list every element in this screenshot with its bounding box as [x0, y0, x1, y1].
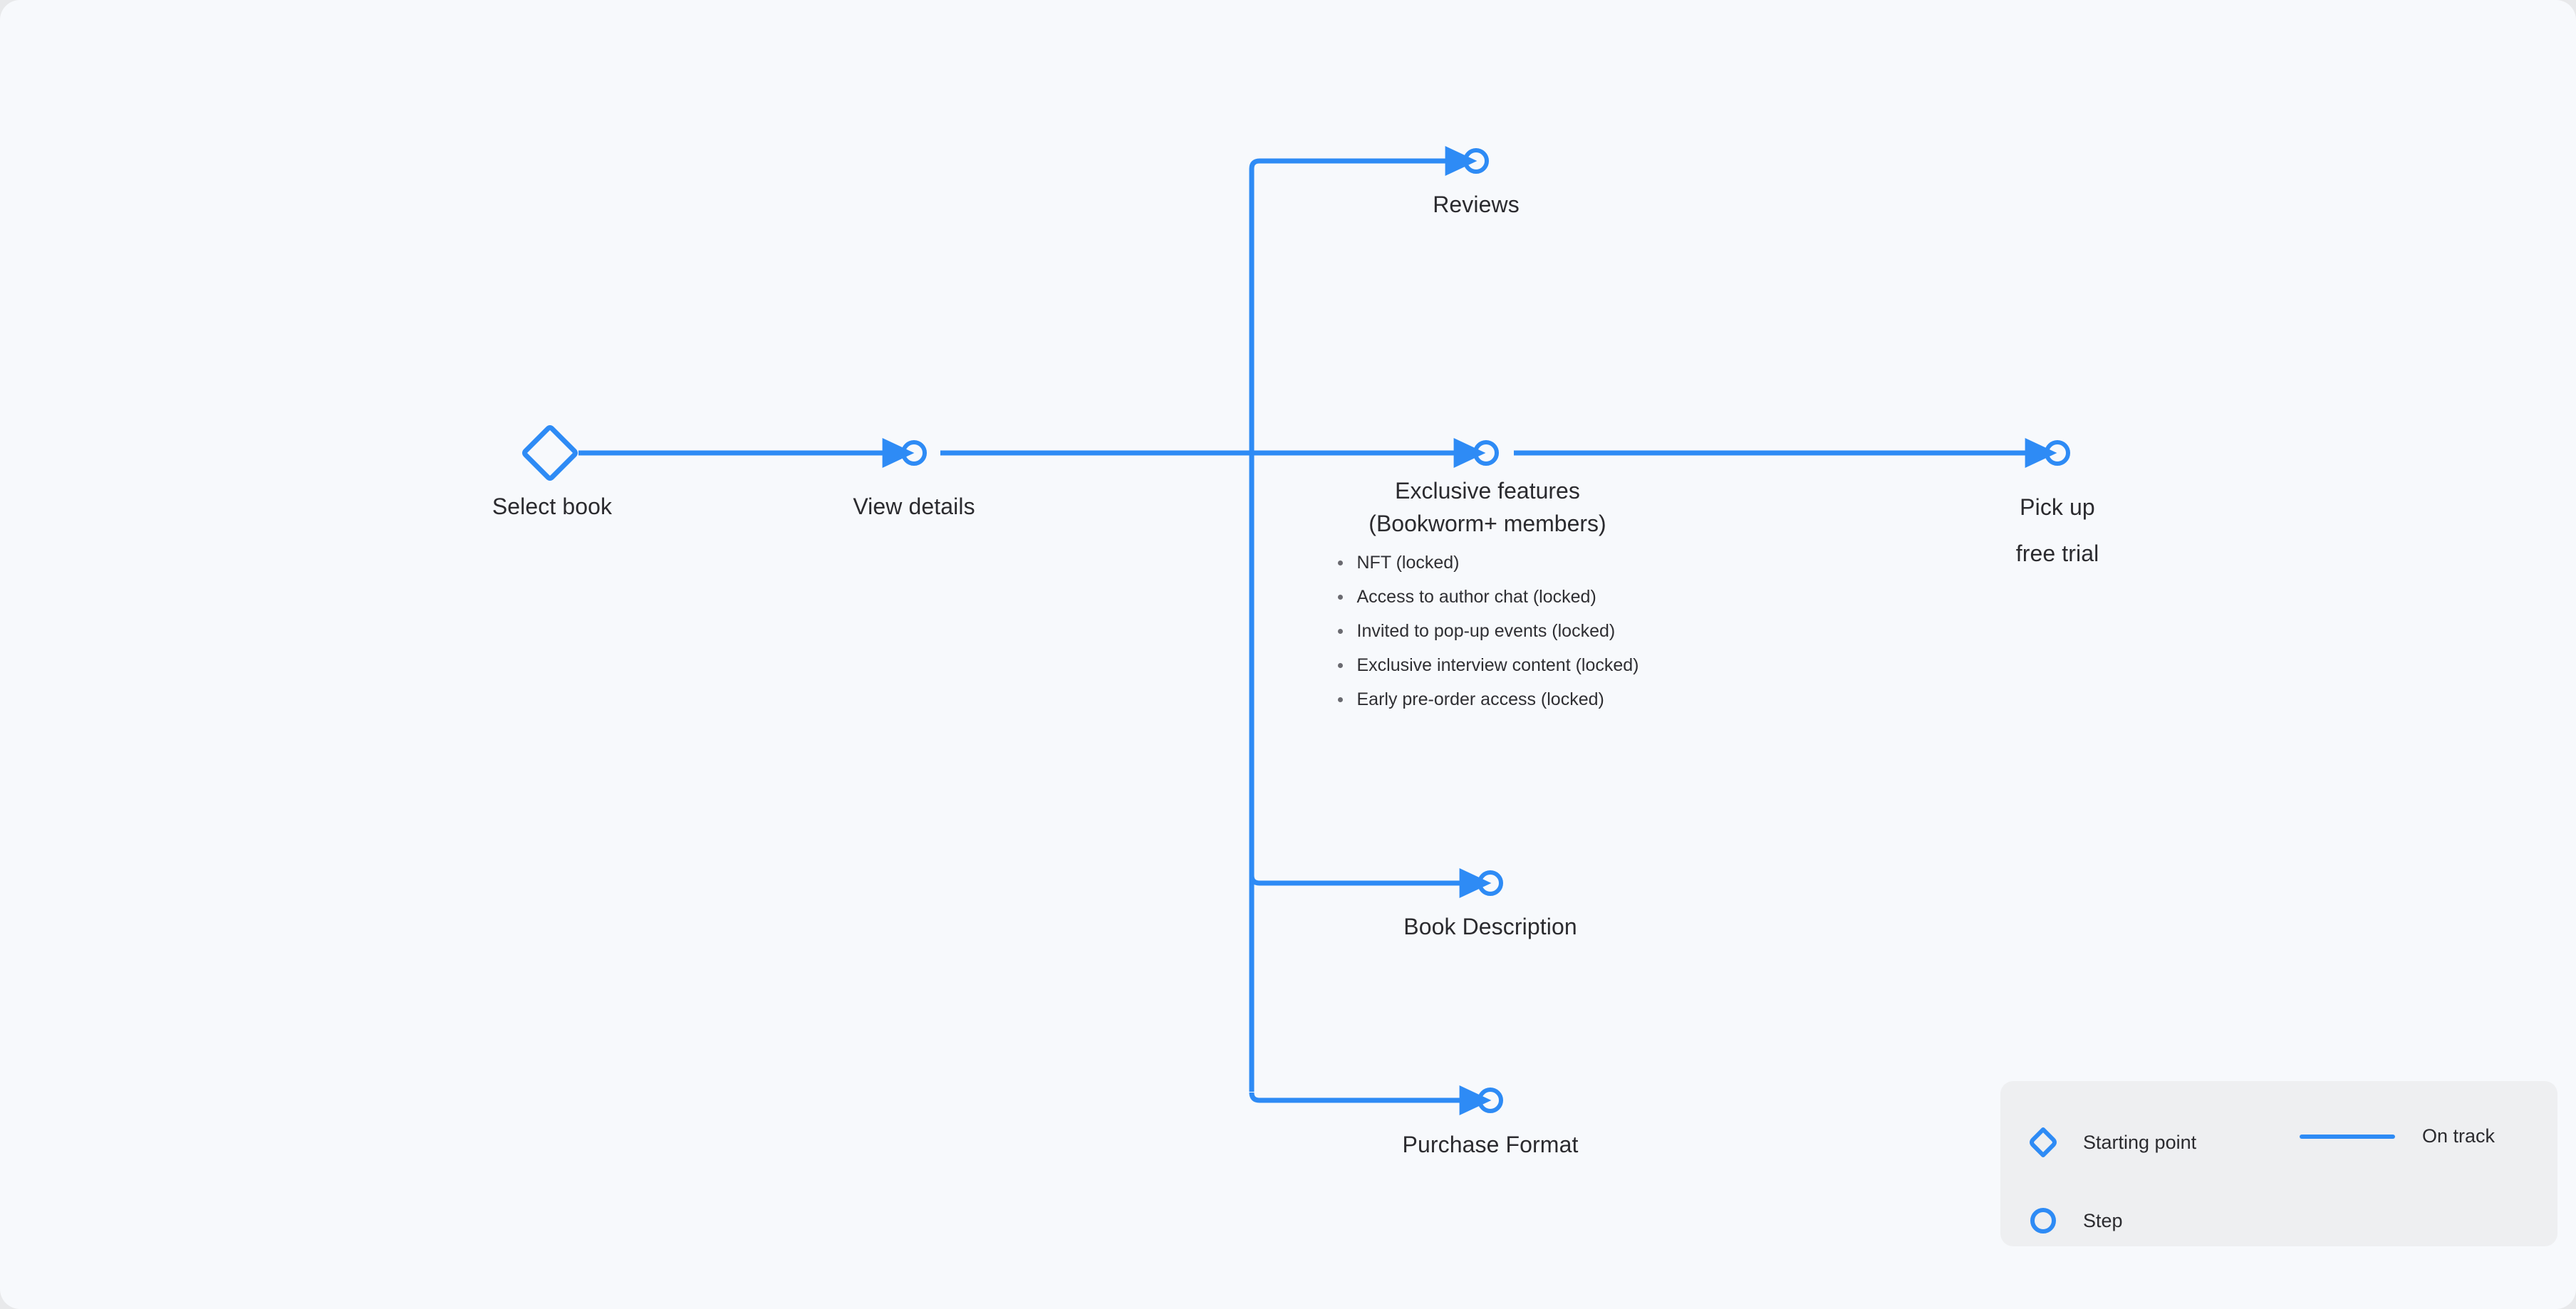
node-label-pick-up-free-trial-line2: free trial — [2015, 541, 2099, 566]
list-item-label: NFT (locked) — [1356, 553, 1460, 573]
list-item: Invited to pop-up events (locked) — [1336, 614, 1639, 648]
legend-item-on-track: On track — [2300, 1125, 2495, 1147]
legend-label-on-track: On track — [2422, 1125, 2496, 1147]
node-label-purchase-format: Purchase Format — [1402, 1132, 1579, 1157]
legend-item-starting-point: Starting point — [2027, 1125, 2196, 1159]
list-item-label: Access to author chat (locked) — [1356, 587, 1596, 607]
bullet-icon — [1337, 560, 1343, 565]
node-exclusive-features-circle[interactable] — [1473, 440, 1499, 466]
bullet-icon — [1337, 595, 1343, 600]
node-label-pick-up-free-trial-line1: Pick up — [2020, 494, 2095, 520]
legend-item-step: Step — [2027, 1204, 2123, 1238]
list-item-label: Invited to pop-up events (locked) — [1356, 621, 1616, 641]
exclusive-features-heading-line1: Exclusive features — [1395, 478, 1580, 504]
bullet-icon — [1337, 663, 1343, 668]
list-item-label: Exclusive interview content (locked) — [1356, 655, 1639, 675]
node-label-reviews: Reviews — [1433, 192, 1520, 217]
node-purchase-format-circle[interactable] — [1477, 1088, 1503, 1113]
circle-icon — [2030, 1208, 2056, 1234]
node-select-book-diamond[interactable] — [522, 425, 578, 481]
diamond-icon — [2030, 1127, 2057, 1157]
list-item: NFT (locked) — [1336, 546, 1639, 580]
node-label-select-book: Select book — [492, 494, 613, 519]
bullet-icon — [1337, 697, 1343, 702]
edge-trunk-to-reviews — [1249, 145, 1477, 453]
node-book-description-circle[interactable] — [1477, 870, 1503, 896]
node-view-details-circle[interactable] — [901, 440, 927, 466]
exclusive-features-list: NFT (locked) Access to author chat (lock… — [1336, 546, 1639, 716]
edge-trunk-to-purchase-format — [1249, 1085, 1492, 1115]
legend-label-step: Step — [2083, 1209, 2123, 1231]
edge-trunk-to-book-description — [1249, 867, 1492, 898]
list-item-label: Early pre-order access (locked) — [1356, 689, 1604, 709]
exclusive-features-block: Exclusive features (Bookworm+ members) N… — [1260, 474, 1715, 716]
legend-label-starting-point: Starting point — [2083, 1131, 2197, 1153]
exclusive-features-heading-line2: (Bookworm+ members) — [1368, 511, 1606, 536]
node-label-book-description: Book Description — [1403, 914, 1577, 939]
line-icon — [2300, 1134, 2395, 1139]
bullet-icon — [1337, 629, 1343, 634]
legend-panel: Starting point Step On track — [2000, 1081, 2557, 1246]
node-label-view-details: View details — [853, 494, 975, 519]
list-item: Early pre-order access (locked) — [1336, 682, 1639, 716]
list-item: Exclusive interview content (locked) — [1336, 648, 1639, 682]
node-reviews-circle[interactable] — [1463, 148, 1489, 174]
list-item: Access to author chat (locked) — [1336, 580, 1639, 614]
node-pick-up-free-trial-circle[interactable] — [2045, 440, 2070, 466]
